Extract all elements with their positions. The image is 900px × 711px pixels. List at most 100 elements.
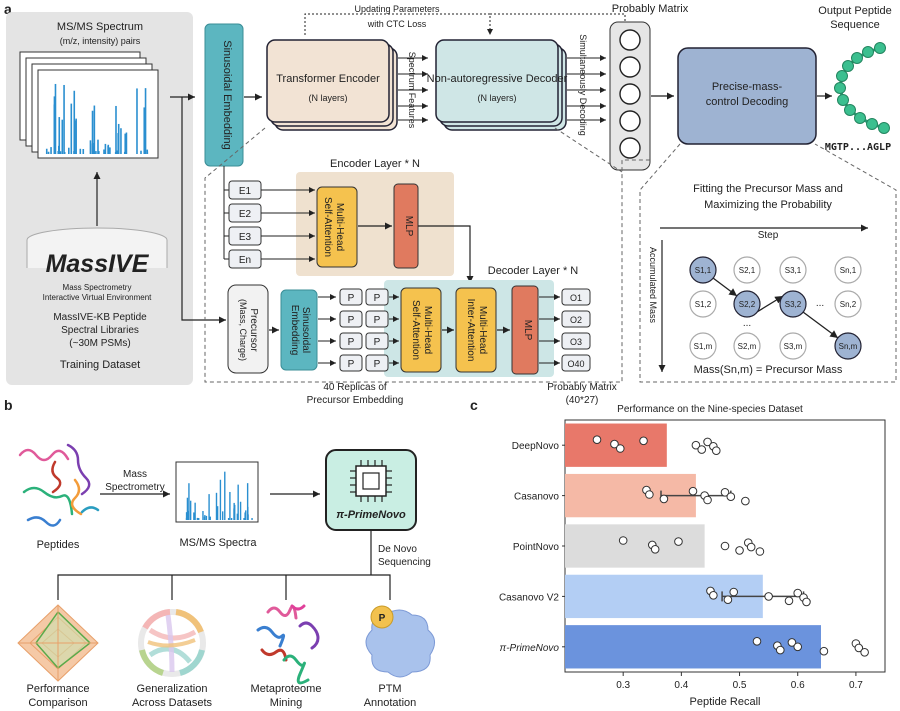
data-point bbox=[674, 537, 683, 546]
step-label: Step bbox=[758, 230, 779, 241]
state-node-label: S1,1 bbox=[695, 266, 712, 275]
e-token-label: En bbox=[239, 255, 251, 266]
library-line-3: (~30M PSMs) bbox=[69, 338, 130, 349]
p-token-label: P bbox=[348, 359, 355, 370]
decoder-sinusoidal-line-1: Sinusoidal bbox=[300, 307, 311, 353]
bar bbox=[565, 524, 705, 568]
p-token-box bbox=[339, 310, 363, 328]
data-point bbox=[610, 439, 619, 449]
mass-spec-label-2: Spectrometry bbox=[105, 482, 164, 493]
state-transition bbox=[802, 311, 839, 339]
decoder-mhia-block bbox=[455, 287, 497, 373]
p-token-label: P bbox=[374, 337, 381, 348]
svg-text:Transformer Encoder: Transformer Encoder bbox=[276, 73, 380, 85]
mass-equation-label: Mass(Sn,m) = Precursor Mass bbox=[694, 364, 843, 376]
decoder-out-arrows bbox=[567, 55, 606, 123]
state-node bbox=[733, 290, 761, 318]
fitting-label-2: Maximizing the Probability bbox=[704, 199, 832, 211]
peptide-strand bbox=[66, 443, 91, 496]
data-point bbox=[650, 545, 660, 554]
probably-matrix-label: Probably Matrix bbox=[612, 3, 689, 15]
o-token-box bbox=[561, 310, 591, 328]
data-point bbox=[639, 436, 648, 446]
data-point bbox=[729, 587, 739, 597]
state-node bbox=[733, 256, 761, 284]
category-label: DeepNovo bbox=[512, 441, 560, 452]
p-token-box bbox=[365, 310, 389, 328]
o-token-box bbox=[561, 354, 591, 372]
prob-matrix-small-label: Probably Matrix bbox=[547, 382, 616, 393]
state-node bbox=[834, 332, 862, 360]
grid-ellipsis: ... bbox=[816, 298, 824, 309]
state-node bbox=[779, 256, 807, 284]
state-node-label: Sn,1 bbox=[840, 266, 857, 275]
data-point bbox=[691, 440, 701, 450]
category-label: π-PrimeNovo bbox=[500, 643, 560, 654]
data-point bbox=[752, 637, 762, 646]
p-token-label: P bbox=[374, 359, 381, 370]
state-node-label: S3,1 bbox=[785, 266, 802, 275]
radar-chart-icon bbox=[17, 604, 99, 682]
encoder-mhsa-label: Multi-Head bbox=[334, 203, 345, 251]
chart-xlabel: Peptide Recall bbox=[690, 696, 761, 708]
data-point bbox=[703, 437, 712, 447]
svg-text:Interactive Virtual Environmen: Interactive Virtual Environment bbox=[43, 293, 153, 302]
svg-text:(N layers): (N layers) bbox=[477, 93, 516, 103]
amino-acid-bead bbox=[842, 60, 854, 72]
encoder-decoder-arrows bbox=[398, 55, 428, 123]
x-tick-label: 0.3 bbox=[616, 680, 630, 691]
data-point bbox=[764, 592, 773, 601]
e-token-label: E3 bbox=[239, 232, 252, 243]
primenovo-chip: π-PrimeNovo bbox=[325, 449, 417, 531]
protein-strand bbox=[282, 654, 310, 685]
data-point bbox=[775, 645, 785, 655]
protein-strand bbox=[290, 604, 306, 611]
accumulated-mass-label: Accumulated Mass bbox=[648, 247, 658, 324]
pmc-title-line-1: Precise-mass- bbox=[712, 81, 783, 93]
o-token-label: O1 bbox=[570, 293, 582, 303]
state-transition bbox=[756, 295, 784, 313]
peptide-strand bbox=[51, 460, 62, 494]
data-point bbox=[592, 435, 602, 445]
svg-text:π-PrimeNovo: π-PrimeNovo bbox=[336, 509, 406, 521]
p-token-box bbox=[339, 288, 363, 306]
amino-acid-bead bbox=[844, 104, 856, 116]
precise-mass-control-block bbox=[677, 47, 817, 145]
protein-strand bbox=[266, 604, 298, 620]
data-point bbox=[711, 446, 721, 456]
peptide-strand bbox=[80, 506, 100, 514]
data-point bbox=[723, 595, 733, 605]
o-token-label: O2 bbox=[570, 315, 582, 325]
chord-diagram-icon bbox=[138, 609, 206, 677]
pmc-title-line-2: control Decoding bbox=[706, 96, 789, 108]
encoder-detail-outline bbox=[204, 127, 650, 383]
state-node bbox=[779, 290, 807, 318]
spectrum-title: MS/MS Spectrum bbox=[57, 21, 143, 33]
data-point bbox=[746, 542, 756, 552]
o-token-box bbox=[561, 288, 591, 306]
probably-matrix-cells bbox=[619, 29, 641, 159]
amino-acid-bead bbox=[878, 122, 890, 134]
encoder-layer-label: Encoder Layer * N bbox=[330, 158, 420, 170]
app-label: Generalization bbox=[137, 683, 208, 695]
p-token-box bbox=[365, 288, 389, 306]
data-point bbox=[697, 445, 707, 454]
p-token-label: P bbox=[374, 315, 381, 326]
data-point bbox=[645, 490, 654, 499]
chart-title: Performance on the Nine-species Dataset bbox=[617, 404, 803, 415]
library-line-1: MassIVE-KB Peptide bbox=[53, 312, 147, 323]
protein-strand bbox=[260, 648, 288, 662]
decoder-mhsa-label: Multi-Head bbox=[422, 306, 433, 354]
amino-acid-bead bbox=[854, 112, 866, 124]
amino-acid-bead bbox=[834, 82, 846, 94]
app-label: PTM bbox=[378, 683, 401, 695]
state-node bbox=[834, 290, 862, 318]
protein-strand bbox=[256, 625, 286, 648]
training-dataset-label: Training Dataset bbox=[60, 359, 140, 371]
application-labels: PerformanceComparisonGeneralizationAcros… bbox=[27, 683, 417, 709]
peptide-strand bbox=[70, 478, 83, 516]
data-point bbox=[735, 546, 744, 555]
data-point bbox=[755, 547, 765, 556]
